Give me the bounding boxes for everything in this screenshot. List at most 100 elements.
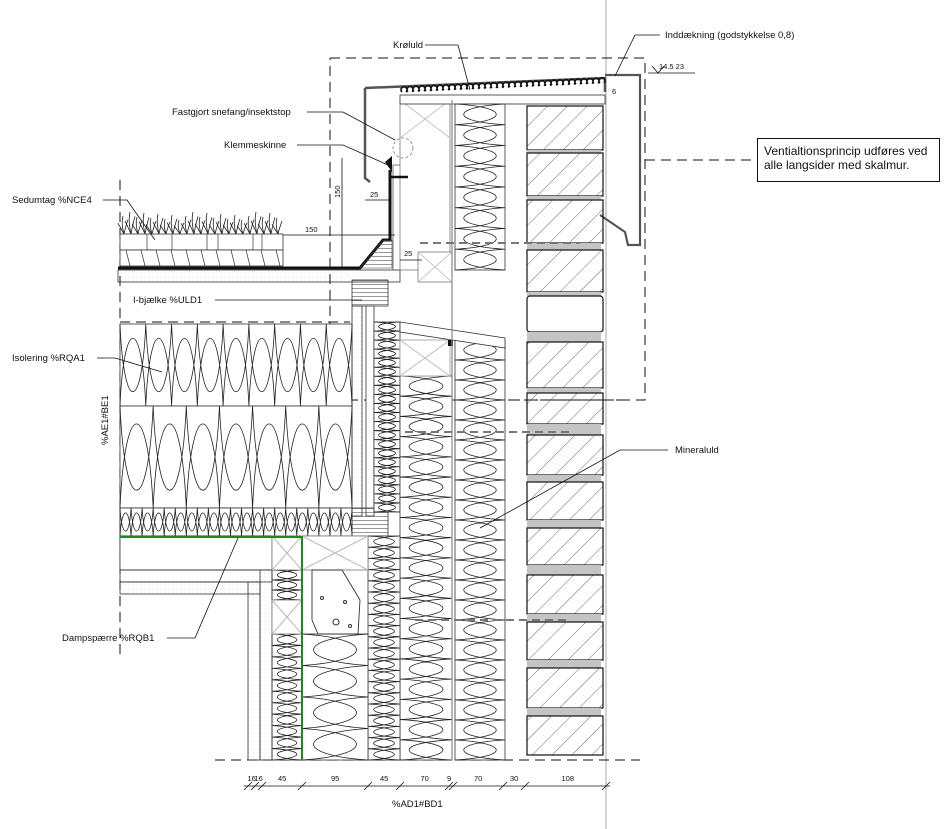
sedum-plants [117, 211, 283, 235]
dim-value: 108 [562, 774, 575, 783]
brick [526, 481, 604, 521]
label-ibjaelke: I-bjælke %ULD1 [133, 295, 202, 306]
label-sedumtag: Sedumtag %NCE4 [12, 195, 92, 206]
dim-tick [498, 781, 508, 791]
dim-value: 70 [474, 774, 482, 783]
brick [526, 434, 604, 476]
dim-tick [520, 781, 530, 791]
wall-ties [405, 242, 580, 621]
dim-tick [395, 781, 405, 791]
insulation-batt [271, 633, 303, 761]
sedum-plant [159, 218, 171, 235]
insulation-batt [271, 569, 303, 601]
dim-tick [601, 781, 611, 791]
mortar-joint [527, 388, 601, 393]
mortar-joint [527, 614, 601, 622]
insulation-batt [119, 405, 353, 509]
insulation-lobes [119, 405, 353, 509]
brick [526, 621, 604, 661]
dim-value: 95 [331, 774, 339, 783]
brick [526, 392, 604, 425]
label-vertical-ref: %AE1#BE1 [100, 395, 111, 445]
tray-rib [260, 249, 266, 267]
sedum-plant [166, 214, 178, 235]
insulation-lobes [454, 339, 506, 761]
i-beam [351, 279, 389, 537]
insulation-lobes [119, 323, 353, 407]
brick [526, 574, 604, 615]
tray-rib [200, 249, 206, 267]
label-klemmeskinne: Klemmeskinne [224, 140, 286, 151]
sedum-plant [145, 217, 157, 235]
dim-gap-6: 6 [612, 87, 616, 96]
sedum-plant [173, 219, 185, 235]
sedum-plant [236, 219, 248, 235]
mortar-joint [527, 243, 601, 250]
mortar-joint [527, 332, 601, 342]
tray-rib [230, 249, 236, 267]
insulation-lobes [301, 633, 369, 761]
tray-rib [125, 249, 131, 267]
tray-rib [215, 249, 221, 267]
label-inddaekning: Inddækning (godstykkelse 0,8) [665, 30, 794, 41]
dim-tick [448, 781, 458, 791]
sedum-plant [257, 216, 269, 235]
tray-rib [245, 249, 251, 267]
sedum-plant [180, 215, 192, 235]
label-dampspaerre: Dampspærre %RQB1 [62, 633, 154, 644]
insulation-batt [454, 103, 506, 271]
sedum-plant [215, 213, 227, 235]
sedum-plant [222, 218, 234, 235]
sedum-roof [117, 170, 401, 283]
mortar-joint [527, 150, 601, 153]
tray-rib [155, 249, 161, 267]
sedum-plant [229, 214, 241, 235]
sedum-plant [124, 211, 136, 235]
dim-value: 70 [421, 774, 429, 783]
dim-value: 45 [380, 774, 388, 783]
mortar-joint [527, 520, 601, 528]
dim-value: 16 [255, 774, 263, 783]
tray-rib [140, 249, 146, 267]
brick [526, 667, 604, 709]
sedum-plant [250, 211, 262, 235]
sedum-plant [138, 212, 150, 235]
roof-insulation [119, 323, 353, 571]
dim-value: 9 [447, 774, 451, 783]
sedum-plant [117, 215, 129, 235]
mortar-joint [527, 292, 601, 296]
insulation-batt [301, 633, 369, 761]
brick [526, 341, 604, 389]
mortar-joint [527, 660, 601, 668]
tray-rib [275, 249, 281, 267]
dim-value: 30 [510, 774, 518, 783]
brick [526, 527, 604, 566]
dim-tick [250, 781, 260, 791]
dim-w25b: 25 [404, 249, 412, 258]
label-isolering: Isolering %RQA1 [12, 353, 85, 364]
brick [526, 249, 604, 293]
insulation-batt [399, 375, 453, 761]
dim-h150: 150 [333, 185, 342, 198]
sedum-plant [194, 216, 206, 235]
note-line-1: Ventialtionsprincip udføres ved [764, 144, 928, 158]
mortar-joint [527, 424, 601, 435]
mortar-joint [527, 196, 601, 200]
annotations: Krøluld Inddækning (godstykkelse 0,8) 14… [12, 30, 794, 810]
insulation-lobes [271, 569, 303, 601]
dim-tick [444, 781, 454, 791]
brick [526, 105, 604, 151]
label-elevation: 14.5 23 [659, 62, 684, 71]
brick-veneer [526, 105, 604, 756]
detail-callout-box [329, 57, 646, 401]
dim-w25a: 25 [370, 190, 378, 199]
sedum-plant [187, 211, 199, 235]
dim-tick [363, 781, 373, 791]
dim-tick [297, 781, 307, 791]
interior-lining [119, 535, 369, 761]
label-mineraluld: Mineraluld [675, 445, 719, 456]
sedum-plant [264, 212, 276, 235]
insulation-lobes [399, 375, 453, 761]
